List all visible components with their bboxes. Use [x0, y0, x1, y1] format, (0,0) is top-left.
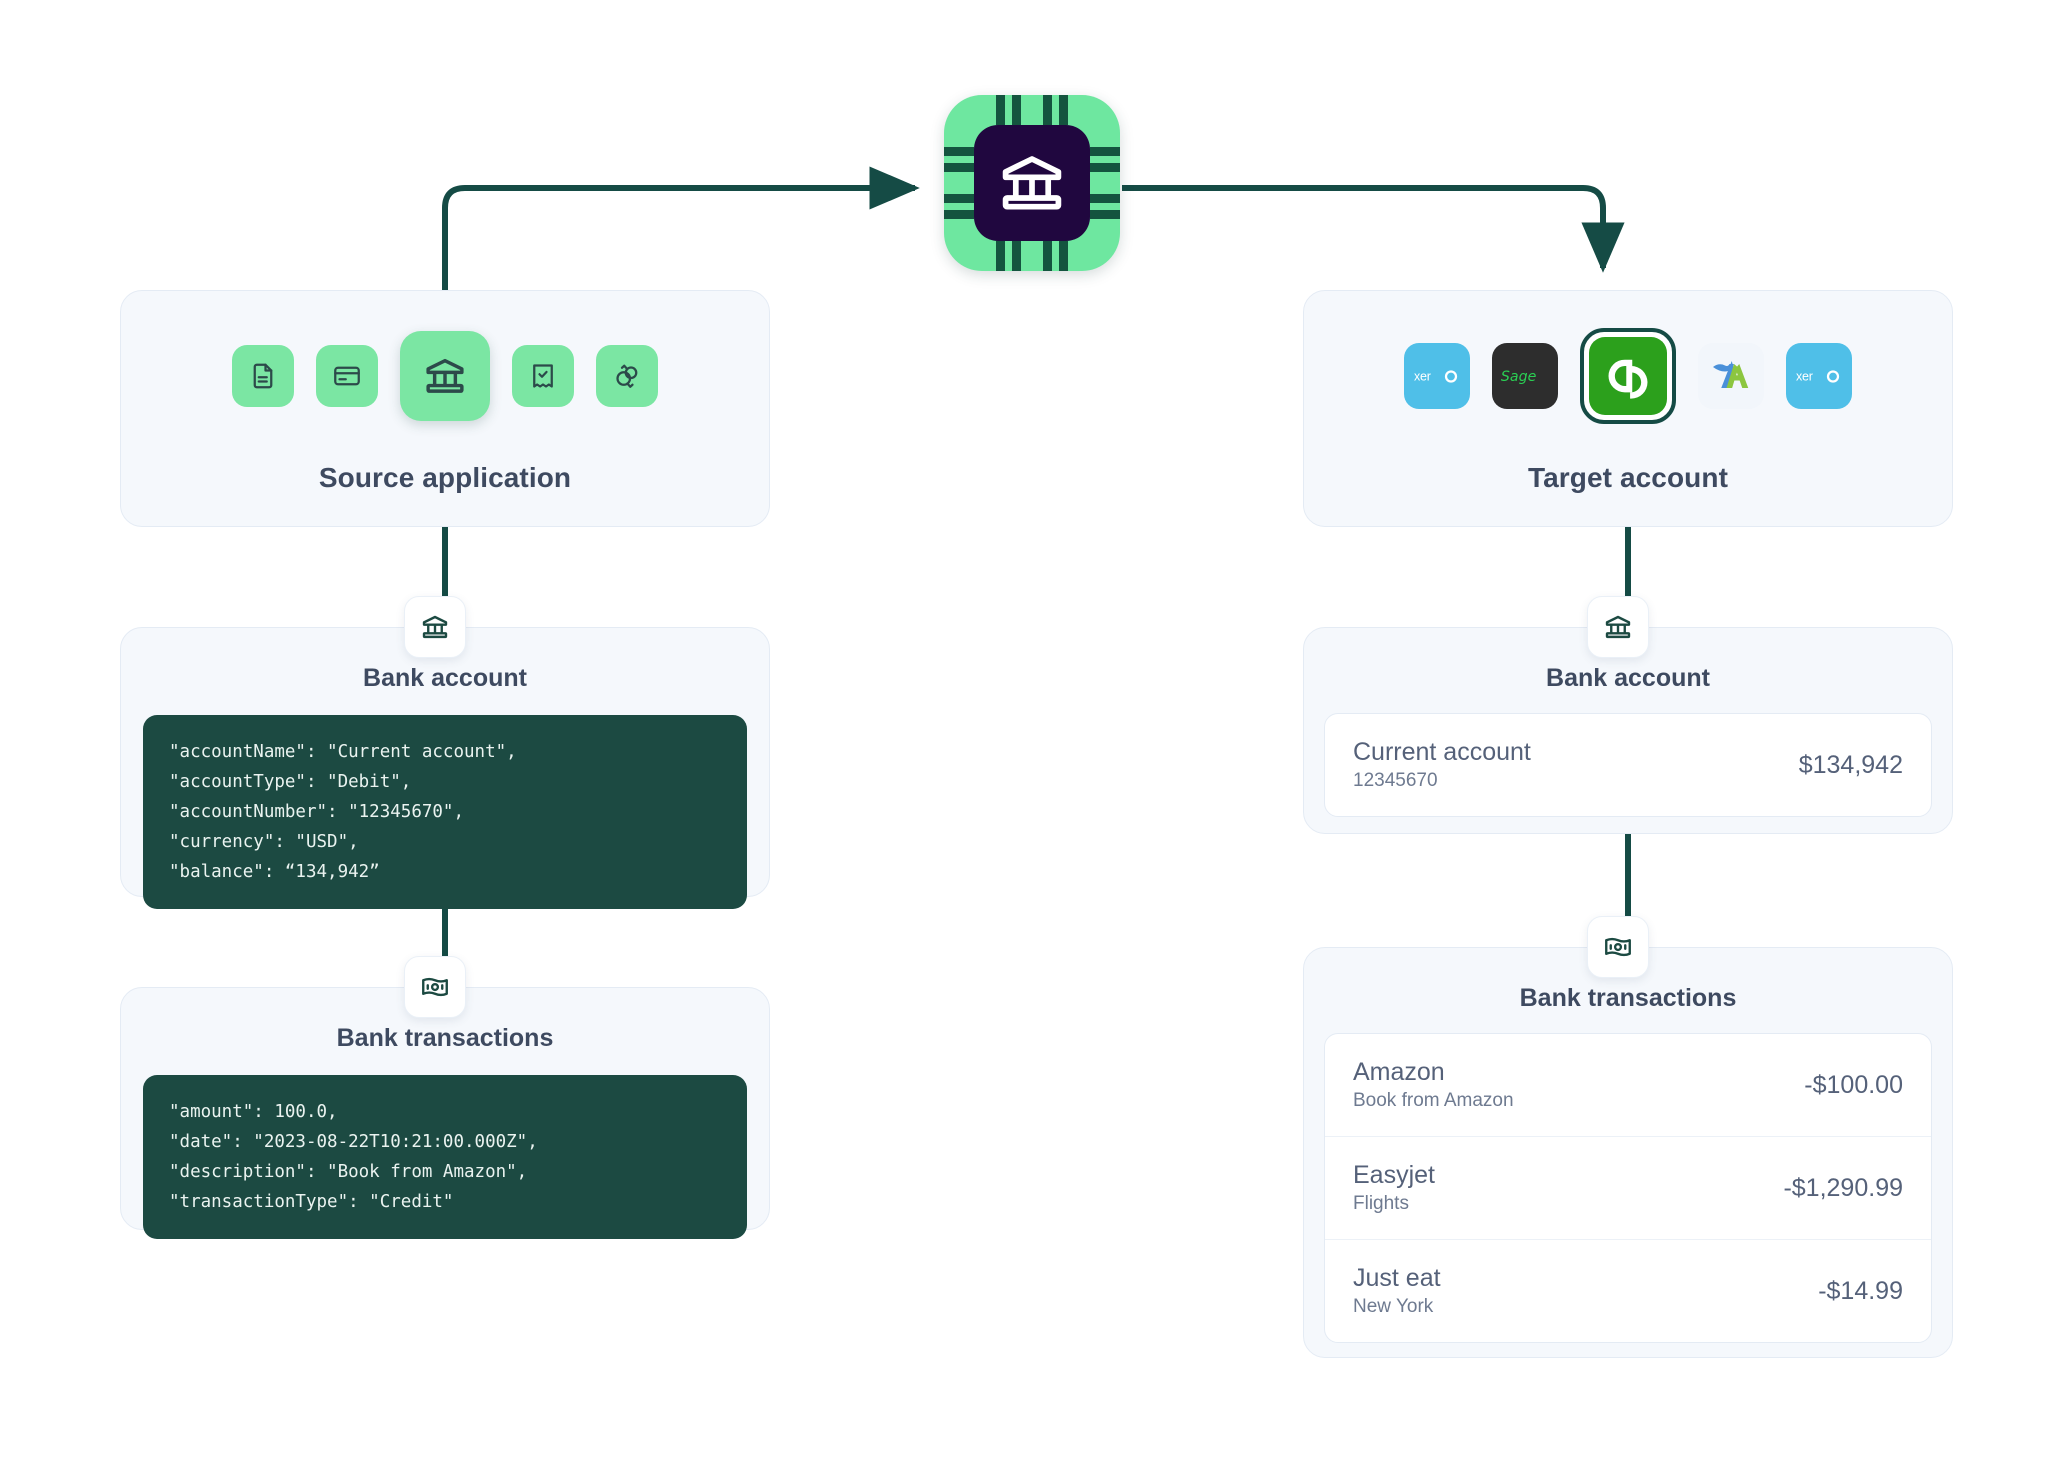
account-row[interactable]: Current account 12345670 $134,942	[1325, 714, 1931, 816]
transaction-amount: -$100.00	[1804, 1070, 1903, 1099]
chip-pins-icon	[944, 95, 1120, 271]
transaction-name: Easyjet	[1353, 1161, 1435, 1189]
source-bank-account-code: "accountName": "Current account", "accou…	[143, 715, 747, 910]
xero-logo-tile-2[interactable]: xer	[1786, 343, 1852, 409]
target-bank-transactions-badge	[1587, 916, 1649, 978]
target-bank-transactions-title: Bank transactions	[1519, 984, 1737, 1012]
quickbooks-qb-icon	[1608, 359, 1648, 399]
sage-logo-icon: Sage	[1501, 369, 1537, 385]
credit-card-icon	[334, 366, 360, 386]
target-account-panel: xer Sage	[1303, 290, 1953, 527]
transaction-row-left: Just eat New York	[1353, 1264, 1441, 1318]
receipt-check-icon	[533, 364, 553, 388]
source-bank-account-badge	[404, 596, 466, 658]
source-bank-transactions-badge	[404, 956, 466, 1018]
svg-text:Sage: Sage	[1501, 369, 1537, 385]
freeagent-logo-tile[interactable]	[1698, 343, 1764, 409]
account-balance: $134,942	[1798, 750, 1903, 779]
sync-icon	[616, 364, 638, 388]
sage-logo-tile[interactable]: Sage	[1492, 343, 1558, 409]
bank-icon	[1605, 615, 1631, 639]
transaction-description: Book from Amazon	[1353, 1090, 1514, 1111]
quickbooks-logo-tile[interactable]	[1580, 328, 1676, 424]
transaction-description: Flights	[1353, 1193, 1409, 1214]
target-bank-transactions-card: Bank transactions Amazon Book from Amazo…	[1303, 947, 1953, 1358]
transaction-row-left: Amazon Book from Amazon	[1353, 1058, 1514, 1112]
target-transactions-list: Amazon Book from Amazon -$100.00 Easyjet…	[1324, 1033, 1932, 1343]
target-bank-account-title: Bank account	[1546, 664, 1710, 692]
source-panel-title: Source application	[318, 462, 572, 493]
target-account-list: Current account 12345670 $134,942	[1324, 713, 1932, 817]
xero-logo-icon: xer	[1796, 370, 1840, 384]
target-panel-title: Target account	[1527, 462, 1729, 493]
quickbooks-logo-inner	[1589, 337, 1667, 415]
target-bank-account-card: Bank account Current account 12345670 $1…	[1303, 627, 1953, 834]
table-row[interactable]: Easyjet Flights -$1,290.99	[1325, 1137, 1931, 1240]
target-logo-row: xer Sage	[1304, 328, 1952, 424]
source-bank-transactions-code: "amount": 100.0, "date": "2023-08-22T10:…	[143, 1075, 747, 1240]
center-chip-node	[944, 95, 1120, 271]
chip-core	[974, 125, 1090, 241]
bank-icon-tile[interactable]	[400, 331, 490, 421]
target-bank-account-badge	[1587, 596, 1649, 658]
bank-icon	[426, 358, 464, 393]
xero-logo-tile[interactable]: xer	[1404, 343, 1470, 409]
account-row-left: Current account 12345670	[1353, 738, 1531, 792]
source-icon-row	[121, 331, 769, 421]
sync-icon-tile[interactable]	[596, 345, 658, 407]
source-bank-transactions-card: Bank transactions "amount": 100.0, "date…	[120, 987, 770, 1240]
banknote-icon	[1605, 937, 1631, 957]
source-application-panel: Source application	[120, 290, 770, 527]
freeagent-logo-icon	[1713, 361, 1749, 388]
svg-text:xer: xer	[1414, 370, 1431, 384]
account-name: Current account	[1353, 738, 1531, 766]
credit-card-icon-tile[interactable]	[316, 345, 378, 407]
transaction-amount: -$14.99	[1818, 1276, 1903, 1305]
source-bank-account-card: Bank account "accountName": "Current acc…	[120, 627, 770, 910]
banknote-icon	[422, 977, 448, 997]
table-row[interactable]: Just eat New York -$14.99	[1325, 1240, 1931, 1342]
transaction-name: Amazon	[1353, 1058, 1445, 1086]
bank-icon	[422, 615, 448, 639]
document-icon	[253, 363, 273, 389]
transaction-name: Just eat	[1353, 1264, 1441, 1292]
bank-icon	[1002, 156, 1062, 210]
transaction-row-left: Easyjet Flights	[1353, 1161, 1435, 1215]
transaction-amount: -$1,290.99	[1783, 1173, 1903, 1202]
xero-logo-icon: xer	[1414, 370, 1458, 384]
receipt-check-icon-tile[interactable]	[512, 345, 574, 407]
source-bank-transactions-title: Bank transactions	[336, 1024, 554, 1052]
svg-text:xer: xer	[1796, 370, 1813, 384]
account-number: 12345670	[1353, 770, 1438, 791]
document-icon-tile[interactable]	[232, 345, 294, 407]
transaction-description: New York	[1353, 1296, 1434, 1317]
source-bank-account-title: Bank account	[363, 664, 527, 692]
table-row[interactable]: Amazon Book from Amazon -$100.00	[1325, 1034, 1931, 1137]
